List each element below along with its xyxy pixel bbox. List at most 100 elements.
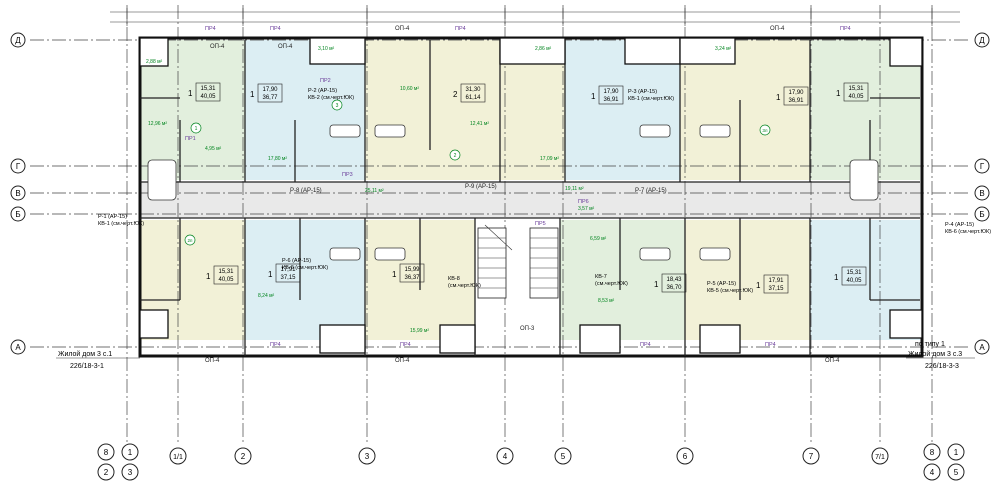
area-box (213, 265, 239, 285)
room-count: 2 (453, 90, 458, 99)
left-paired-axis-bubbles: 8 1 2 3 (97, 443, 139, 481)
apartment-b2-fill (245, 220, 365, 340)
row-axis-bubbles-left: Д Г В Б А (10, 32, 26, 355)
apartment-tag-detail: КВ-1 (см.черт.ЮК) (628, 96, 674, 102)
window-label: ПР4 (270, 342, 281, 348)
total-area: 36,70 (666, 285, 682, 291)
corridor-label: Р-8 (АР-15) (290, 188, 322, 194)
corridor-label: Р-9 (АР-15) (465, 184, 497, 190)
zone-marker: 1 (195, 126, 198, 132)
window-label: ПР4 (205, 26, 216, 32)
corridor-area: 25,11 м² (365, 188, 384, 194)
total-area: 37,15 (280, 275, 296, 281)
total-area: 36,91 (603, 97, 619, 103)
area-label: 6,59 м² (590, 236, 607, 242)
apartment-tag-detail: КВ-1 (см.черт.ЮК) (98, 221, 144, 227)
apartment-tag-detail: (см.черт.ЮК) (595, 281, 628, 287)
window-label: ПР4 (765, 342, 776, 348)
window-label: ПР4 (840, 26, 851, 32)
area-box (598, 85, 624, 105)
area-label: 12,96 м² (148, 121, 167, 127)
paired-axis-label: 8 (104, 448, 109, 457)
paired-axis-label: 2 (104, 468, 109, 477)
living-area: 17,91 (280, 267, 296, 273)
area-box (661, 273, 687, 293)
top-dimension-chain (110, 8, 960, 26)
window-label: ОП-4 (278, 44, 293, 50)
window-label: ОП-4 (395, 358, 410, 364)
total-area: 37,15 (768, 286, 784, 292)
apartment-tag-detail: КВ-6 (см.черт.ЮК) (945, 229, 991, 235)
area-box (843, 82, 869, 102)
row-axis-label: В (979, 189, 984, 198)
living-area: 15,99 (404, 267, 420, 273)
window-label: ПР4 (455, 26, 466, 32)
area-box (275, 263, 301, 283)
door-label: ПР6 (578, 199, 589, 205)
room-count: 1 (206, 272, 211, 281)
column-axis-bubbles: 1/1 2 3 4 5 6 7 7/1 (169, 447, 889, 465)
room-count: 1 (776, 93, 781, 102)
living-area: 15,31 (846, 270, 862, 276)
area-box (763, 274, 789, 294)
apartment-tag: Р-2 (АР-15) (308, 88, 337, 94)
door-label: ПР3 (342, 172, 353, 178)
loggias (139, 37, 923, 354)
bottom-window-labels: ОП-4 ПР4 ОП-4 ПР4 ОП-3 ПР4 ОП-4 ПР4 (205, 326, 840, 364)
total-area: 36,77 (262, 95, 278, 101)
window-label: ОП-4 (825, 358, 840, 364)
area-label: 4,95 м² (205, 146, 222, 152)
window-label: ОП-4 (770, 26, 785, 32)
window-label: ПР4 (400, 342, 411, 348)
stair (477, 224, 559, 299)
total-area: 40,05 (200, 94, 216, 100)
room-count: 1 (250, 90, 255, 99)
row-axis-label: Г (980, 162, 985, 171)
misc-area-labels: 2,88 м² 3,10 м² 2,86 м² 3,24 м² 12,96 м²… (146, 46, 732, 334)
apartment-b4-fill (560, 220, 685, 340)
area-label: 3,57 м² (578, 206, 595, 212)
column-axis-label: 4 (503, 452, 508, 461)
top-window-labels: ПР4 ОП-4 ПР4 ОП-4 ПР4 ОП-4 ПР4 ОП-4 (205, 26, 851, 50)
right-code-note: 226/18-3-3 (925, 363, 959, 370)
room-count: 1 (591, 92, 596, 101)
living-area: 18,43 (666, 277, 682, 283)
area-label: 15,99 м² (410, 328, 429, 334)
room-count: 1 (392, 270, 397, 279)
walls (138, 36, 924, 358)
apartment-tag-detail: КВ-2 (см.черт.ЮК) (308, 95, 354, 101)
area-label: 12,41 м² (470, 121, 489, 127)
row-axis-label: Б (979, 210, 984, 219)
paired-axis-label: 5 (954, 468, 959, 477)
row-axis-label: Д (15, 36, 21, 45)
right-house-note: Жилой дом 3 с.3 (908, 350, 962, 358)
row-axis-label: Г (16, 162, 21, 171)
house-notes: Жилой дом 3 с.1 226/18-3-1 по типу 1 Жил… (56, 341, 975, 370)
apartment-tag: Р-4 (АР-15) (945, 222, 974, 228)
zone-marker: 3л (762, 128, 768, 133)
right-paired-axis-bubbles: 8 1 4 5 (923, 443, 965, 481)
apartment-tag: Р-3 (АР-15) (628, 89, 657, 95)
window-label: ОП-4 (395, 26, 410, 32)
living-area: 17,90 (262, 87, 278, 93)
total-area: 40,05 (846, 278, 862, 284)
paired-axis-label: 8 (930, 448, 935, 457)
total-area: 61,14 (465, 95, 481, 101)
left-house-note: Жилой дом 3 с.1 (58, 350, 112, 358)
living-area: 17,90 (788, 90, 804, 96)
row-axis-label: В (15, 189, 20, 198)
apartment-tag: Р-1 (АР-15) (98, 214, 127, 220)
bathroom-fixtures (147, 124, 879, 261)
row-axis-label: А (979, 343, 985, 352)
area-label: 17,09 м² (540, 156, 559, 162)
column-axis-label: 7/1 (875, 454, 885, 461)
living-area: 17,90 (603, 89, 619, 95)
apartment-t4-blue: 1 17,90 36,91 Р-3 (АР-15)КВ-1 (см.черт.ЮК) (591, 85, 674, 105)
apartment-t2-blue: 1 17,90 36,77 Р-2 (АР-15)КВ-2 (см.черт.ЮК) (250, 83, 354, 103)
total-area: 36,37 (404, 275, 420, 281)
